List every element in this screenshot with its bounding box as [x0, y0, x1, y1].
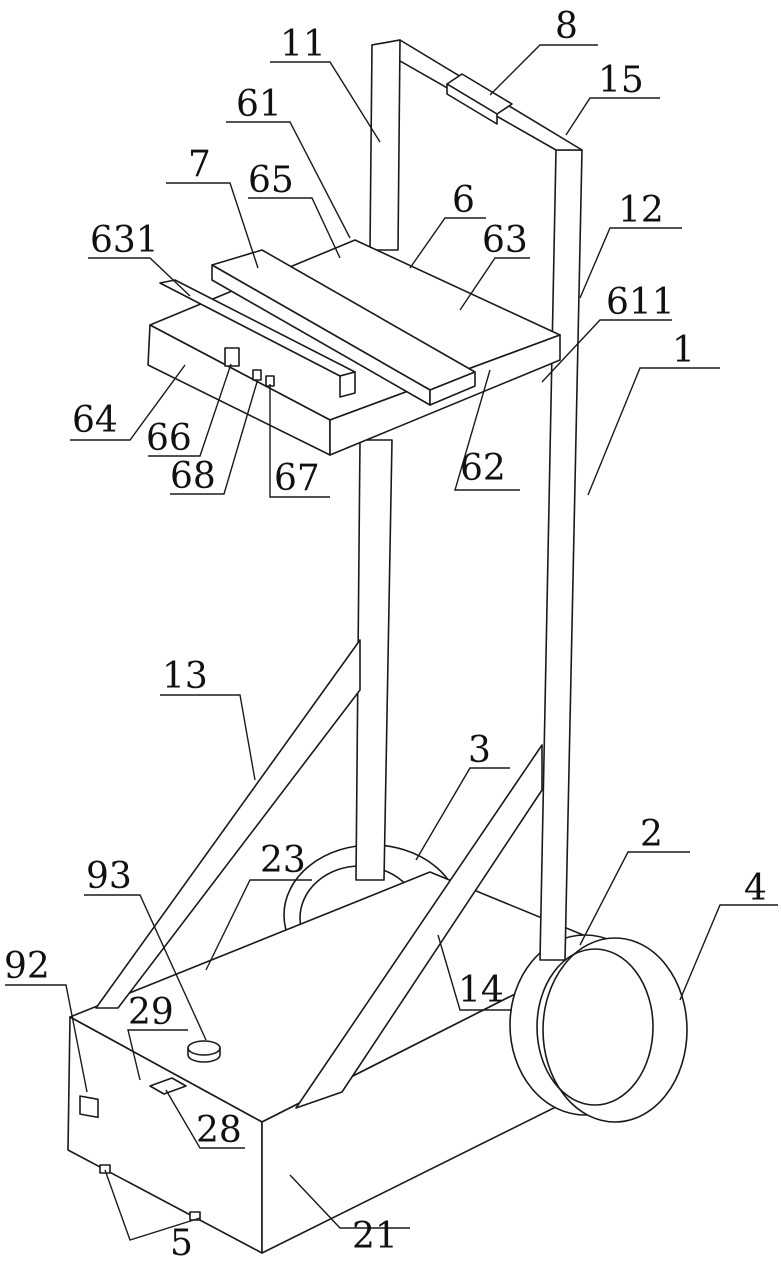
port-92 — [80, 1096, 98, 1117]
label-11: 11 — [280, 24, 326, 65]
label-92: 92 — [4, 946, 50, 987]
label-15: 15 — [598, 60, 644, 101]
left-upright — [356, 440, 392, 880]
label-1: 1 — [672, 330, 695, 371]
label-23: 23 — [260, 840, 306, 881]
label-14: 14 — [458, 970, 504, 1011]
label-64: 64 — [72, 400, 118, 441]
label-66: 66 — [146, 418, 192, 459]
label-5: 5 — [170, 1223, 193, 1264]
label-4: 4 — [744, 868, 767, 909]
label-29: 29 — [128, 992, 174, 1033]
label-631: 631 — [90, 220, 159, 261]
label-63: 63 — [482, 220, 528, 261]
label-93: 93 — [86, 856, 132, 897]
label-61: 61 — [236, 84, 282, 125]
label-611: 611 — [606, 282, 675, 323]
front-wheel-4 — [510, 935, 687, 1122]
label-8: 8 — [555, 6, 578, 47]
label-6: 6 — [452, 180, 475, 221]
label-2: 2 — [640, 814, 663, 855]
label-21: 21 — [352, 1216, 398, 1257]
label-13: 13 — [162, 656, 208, 697]
label-67: 67 — [274, 458, 320, 499]
right-upright — [540, 150, 582, 960]
label-65: 65 — [248, 160, 294, 201]
label-12: 12 — [618, 190, 664, 231]
left-upright-top — [370, 40, 400, 250]
label-28: 28 — [196, 1110, 242, 1151]
label-68: 68 — [170, 456, 216, 497]
tray-6 — [148, 240, 560, 455]
button-68 — [253, 370, 261, 380]
label-7: 7 — [188, 144, 211, 185]
button-66 — [225, 348, 239, 366]
label-3: 3 — [468, 730, 491, 771]
label-62: 62 — [460, 448, 506, 489]
knob-93 — [188, 1041, 220, 1055]
